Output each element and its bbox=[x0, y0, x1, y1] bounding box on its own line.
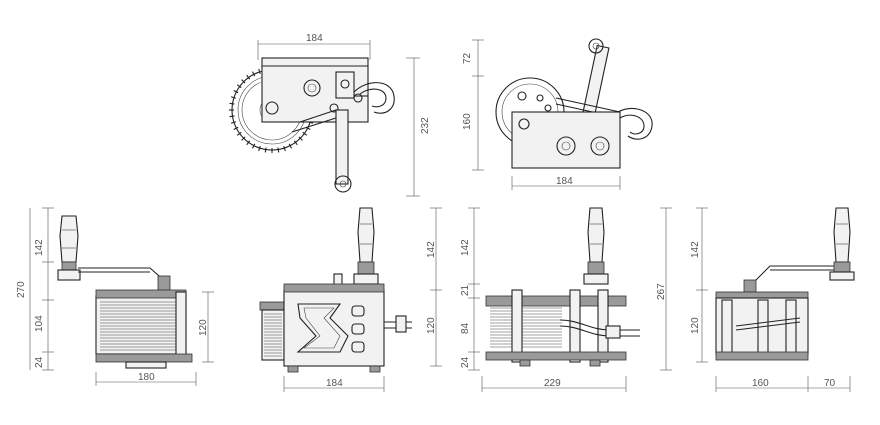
v2-plate bbox=[283, 289, 385, 367]
dim-v2-height: 120 bbox=[426, 317, 437, 334]
dim-v3-crank: 142 bbox=[460, 239, 471, 256]
dim-v3-base: 24 bbox=[460, 356, 471, 368]
dim-v3-gap: 21 bbox=[460, 284, 471, 296]
dim-v4-height: 120 bbox=[690, 317, 701, 334]
v1-drum bbox=[100, 301, 176, 351]
bottom-view-3: 142 21 84 24 267 229 bbox=[460, 207, 672, 392]
bottom-view-4: 142 120 160 70 bbox=[690, 207, 855, 392]
bottom-view-1: 142 104 24 270 120 180 bbox=[16, 207, 214, 386]
v2-handle bbox=[357, 207, 375, 263]
dim-top-side-width: 184 bbox=[556, 176, 573, 187]
hook bbox=[353, 82, 395, 114]
dim-v3-drum: 84 bbox=[460, 322, 471, 334]
dim-v4-width: 160 bbox=[752, 378, 769, 389]
dim-top-front-width: 184 bbox=[306, 33, 323, 44]
dim-v1-crank: 142 bbox=[34, 239, 45, 256]
dim-v1-drum: 104 bbox=[34, 315, 45, 332]
dim-v2-width: 184 bbox=[326, 378, 343, 389]
crank-arm bbox=[335, 109, 349, 185]
v3-drum bbox=[490, 307, 562, 348]
dim-v4-crank: 142 bbox=[690, 241, 701, 258]
dim-v4-offset: 70 bbox=[824, 378, 836, 389]
side-hook bbox=[617, 108, 653, 140]
dim-v1-base: 24 bbox=[34, 356, 45, 368]
dim-top-side-crank: 72 bbox=[462, 52, 473, 64]
v3-handle bbox=[587, 207, 605, 263]
side-body bbox=[511, 111, 621, 169]
top-front-view: 184 232 bbox=[229, 33, 431, 197]
dim-v3-width: 229 bbox=[544, 378, 561, 389]
dim-v2-crank: 142 bbox=[426, 241, 437, 258]
dim-v1-width: 180 bbox=[138, 372, 155, 383]
dim-v3-total: 267 bbox=[656, 283, 667, 300]
v1-handle bbox=[59, 215, 79, 263]
dim-top-front-height: 232 bbox=[420, 117, 431, 134]
v4-handle bbox=[833, 207, 851, 263]
top-side-view: 72 160 184 bbox=[462, 38, 653, 190]
dim-v1-total: 270 bbox=[16, 281, 27, 298]
v2-plate-cutout bbox=[296, 303, 349, 353]
dim-top-side-body: 160 bbox=[462, 113, 473, 130]
bottom-view-2: 142 120 184 bbox=[259, 207, 442, 392]
dim-v1-height: 120 bbox=[198, 319, 209, 336]
